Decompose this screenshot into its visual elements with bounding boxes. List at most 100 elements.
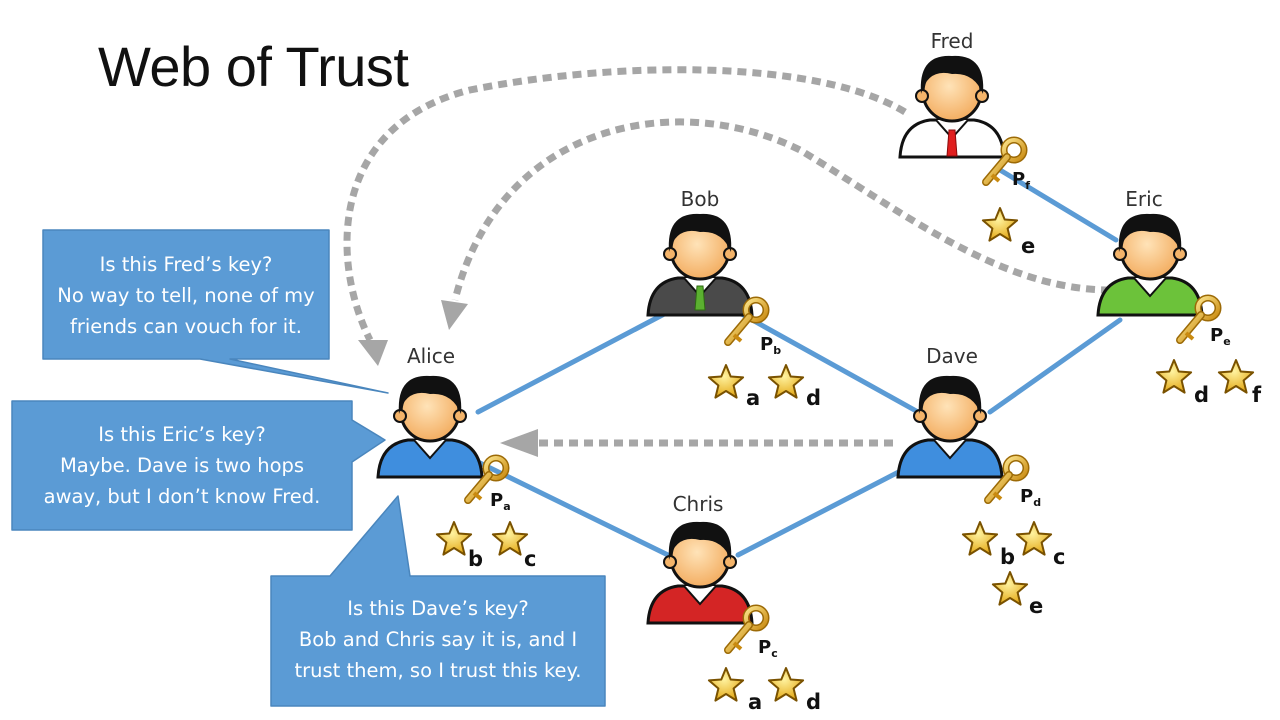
- signature-star-icon: [707, 364, 745, 399]
- key-label-subscript: a: [503, 500, 510, 513]
- dashed-arrow-fred-to-alice: [343, 66, 907, 342]
- name-label-eric: Eric: [1125, 187, 1163, 211]
- ear-icon: [1113, 247, 1127, 261]
- key-label-prefix: P: [760, 334, 773, 355]
- key-label: Pe: [1210, 325, 1231, 348]
- bubble-line: Is this Dave’s key?: [347, 597, 529, 620]
- dashed-arrow-eric-to-alice: [451, 118, 1111, 301]
- key-icon: [1176, 294, 1222, 344]
- signature-star-icon: [767, 667, 805, 702]
- ear-icon: [663, 247, 677, 261]
- arrowhead-dave-to-alice: [500, 429, 538, 457]
- trust-link-fred-eric: [997, 167, 1119, 243]
- signature-label: a: [748, 690, 762, 714]
- signature-star-icon: [1155, 359, 1193, 394]
- signature-label: e: [1021, 234, 1035, 258]
- collar-icon: [933, 439, 967, 460]
- collar-icon: [683, 585, 717, 606]
- signature-label: d: [1194, 383, 1209, 407]
- key-icon: [724, 296, 770, 346]
- ear-icon: [913, 409, 927, 423]
- ear-icon: [1173, 247, 1187, 261]
- key-label: Pb: [760, 334, 781, 357]
- bubble-line: No way to tell, none of my: [57, 284, 315, 307]
- bubble-line: Is this Fred’s key?: [99, 253, 273, 276]
- key-label: Pd: [1020, 486, 1041, 509]
- bubble-text-fred-key: Is this Fred’s key? No way to tell, none…: [43, 249, 329, 342]
- tie-icon: [946, 129, 958, 157]
- signature-label: a: [746, 386, 760, 410]
- key-label-prefix: P: [1210, 325, 1223, 346]
- key-label-subscript: b: [773, 344, 781, 357]
- tie-icon: [694, 285, 706, 311]
- hair-icon: [668, 521, 732, 560]
- ear-icon: [723, 555, 737, 569]
- key-label-subscript: e: [1223, 335, 1230, 348]
- ear-icon: [723, 247, 737, 261]
- speech-bubble-fred-key: [42, 229, 389, 394]
- bubble-text-dave-key: Is this Dave’s key? Bob and Chris say it…: [271, 593, 605, 686]
- trust-link-alice-bob: [475, 309, 671, 415]
- slide-title: Web of Trust: [98, 35, 409, 98]
- bubble-line: away, but I don’t know Fred.: [43, 485, 321, 508]
- ear-icon: [663, 555, 677, 569]
- key-label-prefix: P: [490, 490, 503, 511]
- trust-link-bob-dave: [735, 309, 921, 415]
- hair-icon: [920, 55, 984, 94]
- key-label: Pf: [1012, 169, 1030, 192]
- trust-link-dave-eric: [987, 317, 1123, 415]
- key-icon: [464, 454, 510, 504]
- arrowhead-fred-to-alice: [358, 340, 388, 366]
- ear-icon: [973, 409, 987, 423]
- signature-star-icon: [961, 521, 999, 556]
- signature-label: b: [468, 547, 483, 571]
- signature-label: c: [1053, 545, 1065, 569]
- arrowhead-eric-to-alice: [441, 300, 468, 330]
- ear-icon: [453, 409, 467, 423]
- key-label: Pa: [490, 490, 511, 513]
- key-icon: [724, 604, 770, 654]
- key-label-prefix: P: [1020, 486, 1033, 507]
- signature-label: d: [806, 690, 821, 714]
- signature-star-icon: [981, 207, 1019, 242]
- signature-label: b: [1000, 545, 1015, 569]
- signature-label: e: [1029, 594, 1043, 618]
- person-dave: Pd b c e: [896, 375, 1065, 618]
- ear-icon: [393, 409, 407, 423]
- speech-bubble-eric-key: [11, 400, 386, 531]
- hair-icon: [918, 375, 982, 414]
- person-chris: Pc a d: [646, 521, 821, 714]
- trust-link-chris-dave: [735, 459, 921, 558]
- bubble-line: Bob and Chris say it is, and I: [298, 628, 578, 651]
- bubble-line: Is this Eric’s key?: [98, 423, 266, 446]
- signature-star-icon: [1217, 359, 1255, 394]
- bubble-line: trust them, so I trust this key.: [294, 659, 582, 682]
- name-label-dave: Dave: [926, 344, 978, 368]
- key-label-prefix: P: [758, 637, 771, 658]
- signature-star-icon: [767, 364, 805, 399]
- key-label-prefix: P: [1012, 169, 1025, 190]
- hair-icon: [1118, 213, 1182, 252]
- signature-star-icon: [707, 667, 745, 702]
- bubble-line: friends can vouch for it.: [69, 315, 302, 338]
- key-label-subscript: f: [1025, 179, 1030, 192]
- signature-label: f: [1252, 383, 1262, 407]
- key-label-subscript: d: [1033, 496, 1041, 509]
- ear-icon: [975, 89, 989, 103]
- key-label: Pc: [758, 637, 778, 660]
- key-icon: [984, 454, 1030, 504]
- name-label-chris: Chris: [672, 492, 724, 516]
- collar-icon: [1133, 277, 1167, 298]
- collar-icon: [413, 439, 447, 460]
- bubble-line: Maybe. Dave is two hops: [59, 454, 305, 477]
- ear-icon: [915, 89, 929, 103]
- signature-star-icon: [435, 521, 473, 556]
- name-label-alice: Alice: [406, 344, 456, 368]
- key-label-subscript: c: [771, 647, 778, 660]
- bubble-text-eric-key: Is this Eric’s key? Maybe. Dave is two h…: [12, 419, 352, 512]
- name-label-bob: Bob: [680, 187, 720, 211]
- signature-star-icon: [991, 571, 1029, 606]
